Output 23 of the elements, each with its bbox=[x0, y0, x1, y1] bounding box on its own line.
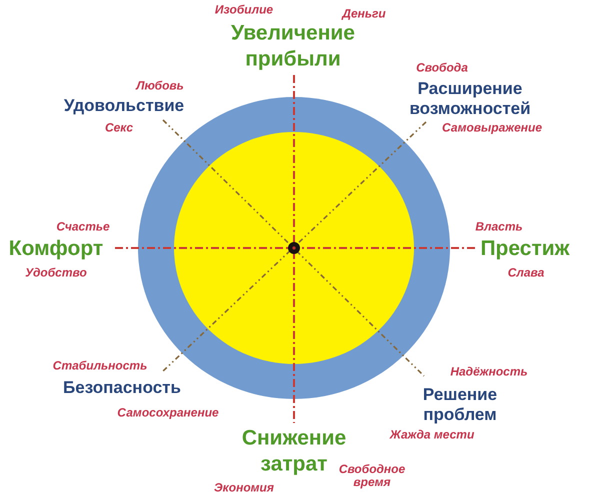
category-label: Увеличение прибыли bbox=[231, 20, 355, 72]
keyword-label: Удобство bbox=[25, 266, 87, 280]
keyword-label: Надёжность bbox=[450, 365, 528, 379]
category-label: Расширение возможностей bbox=[409, 78, 531, 120]
category-label: Престиж bbox=[480, 236, 570, 262]
keyword-label: Счастье bbox=[56, 220, 110, 234]
keyword-label: Экономия bbox=[214, 481, 274, 495]
keyword-label: Изобилие bbox=[214, 3, 274, 17]
keyword-label: Свобода bbox=[416, 61, 468, 75]
category-label: Безопасность bbox=[63, 378, 181, 398]
keyword-label: Стабильность bbox=[52, 359, 148, 373]
keyword-label: Слава bbox=[508, 266, 544, 280]
keyword-label: Жажда мести bbox=[390, 428, 474, 442]
keyword-label: Свободное время bbox=[338, 462, 406, 490]
keyword-label: Любовь bbox=[136, 79, 184, 93]
category-label: Решение проблем bbox=[422, 384, 498, 426]
keyword-label: Секс bbox=[104, 121, 134, 135]
keyword-label: Деньги bbox=[342, 7, 386, 21]
keyword-label: Самовыражение bbox=[442, 121, 542, 135]
category-label: Комфорт bbox=[8, 236, 104, 262]
category-label: Удовольствие bbox=[64, 96, 184, 116]
keyword-label: Власть bbox=[475, 220, 523, 234]
keyword-label: Самосохранение bbox=[117, 406, 219, 420]
